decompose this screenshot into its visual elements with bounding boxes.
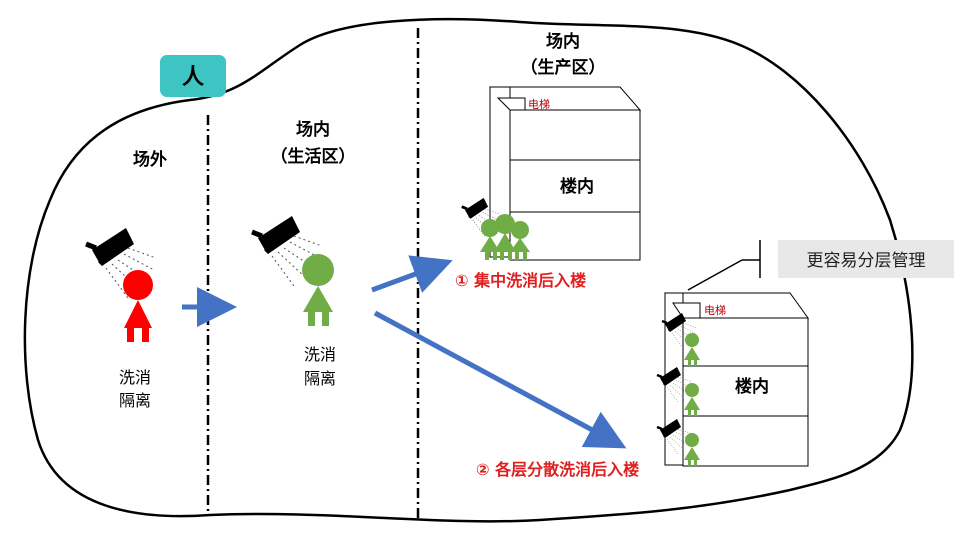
person-icon — [684, 383, 700, 416]
living-caption-line2: 隔离 — [304, 369, 336, 388]
route1-label: ① 集中洗消后入楼 — [455, 271, 586, 290]
outside-caption-line2: 隔离 — [119, 391, 151, 410]
arrow-route1 — [371, 255, 453, 293]
person-icon — [302, 254, 334, 326]
person-group-icon — [480, 214, 530, 260]
outside-caption-line1: 洗消 — [119, 368, 151, 387]
building-top-floor: 楼内 — [560, 176, 594, 197]
zone-outside-label: 场外 — [133, 149, 167, 170]
person-tag-label: 人 — [182, 65, 204, 90]
arrow-route2 — [373, 310, 627, 449]
building-bottom-elevator: 电梯 — [704, 304, 726, 317]
callout-text: 更容易分层管理 — [807, 251, 926, 271]
building-top — [488, 86, 642, 261]
zone-living-line2: （生活区） — [271, 146, 356, 167]
person-icon — [684, 433, 700, 466]
person-icon — [123, 270, 153, 342]
zone-production-line1: 场内 — [546, 31, 580, 52]
building-bottom-floor: 楼内 — [735, 376, 769, 397]
zone-production-line2: （生产区） — [521, 57, 606, 78]
callout-leader — [687, 259, 743, 291]
person-icon — [684, 333, 700, 366]
site-boundary — [23, 17, 914, 523]
callout-box — [778, 240, 954, 278]
building-top-elevator: 电梯 — [528, 98, 550, 111]
person-tag — [160, 55, 226, 97]
living-caption-line1: 洗消 — [304, 345, 336, 364]
route2-label: ② 各层分散洗消后入楼 — [476, 460, 639, 479]
zone-living-line1: 场内 — [296, 119, 330, 140]
